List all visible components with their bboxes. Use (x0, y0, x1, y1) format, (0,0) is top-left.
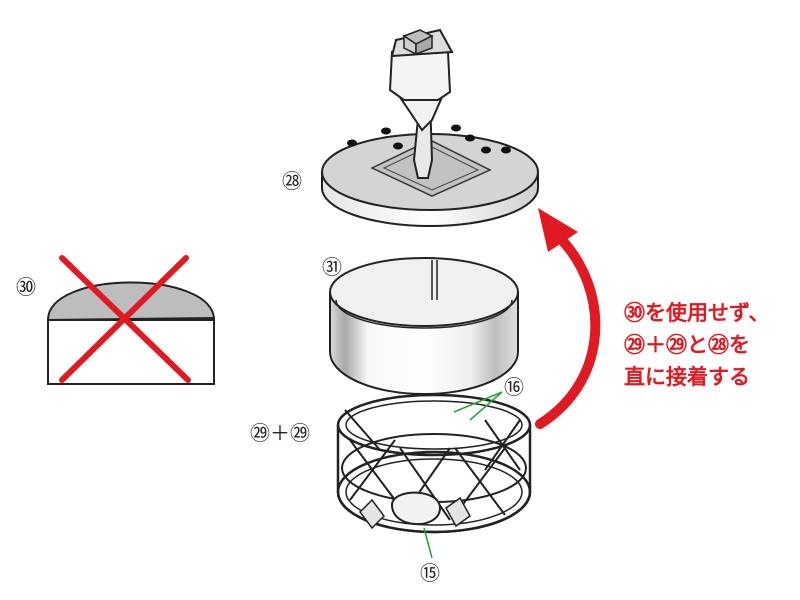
label-part-29-pair: ㉙＋㉙ (250, 421, 310, 445)
peg-holes (347, 124, 511, 154)
label-part-16: ⑯ (504, 375, 524, 399)
part-30-half-cylinder (46, 281, 215, 385)
part-31-ring-band (329, 257, 519, 395)
red-curved-arrow (535, 208, 601, 429)
label-part-30: ㉚ (16, 275, 36, 299)
label-part-15: ⑮ (420, 561, 440, 585)
label-part-28: ㉘ (282, 169, 302, 193)
leader-lines (423, 391, 503, 559)
label-part-31: ㉛ (322, 255, 342, 279)
cross-mark (59, 255, 191, 383)
part-29-lattice-cage (336, 393, 532, 534)
instruction-line-2: ㉙＋㉙と㉘を (624, 333, 750, 357)
instruction-line-3: 直に接着する (624, 365, 750, 389)
instruction-note: ㉚を使用せず、 ㉙＋㉙と㉘を 直に接着する (624, 301, 770, 389)
figure-stem (388, 28, 454, 179)
instruction-line-1: ㉚を使用せず、 (624, 301, 770, 325)
